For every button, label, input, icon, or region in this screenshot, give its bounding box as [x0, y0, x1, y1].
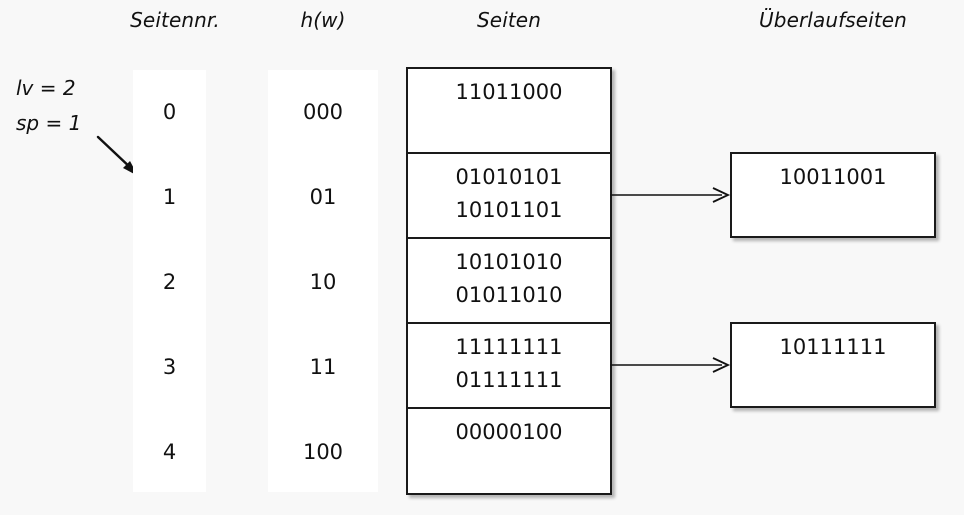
hw-cell: 10	[309, 270, 337, 294]
bucket-entry: 01111111	[455, 368, 563, 392]
seitennr-cell: 4	[162, 440, 177, 464]
column-header-ueberlaufseiten: Überlaufseiten	[759, 8, 907, 32]
column-header-seiten: Seiten	[477, 8, 541, 32]
bucket-entry: 10101101	[455, 198, 563, 222]
column-header-seitennr: Seitennr.	[130, 8, 220, 32]
overflow-page: 10111111	[730, 322, 936, 408]
bucket-row: 11111111 01111111	[408, 324, 610, 409]
overflow-page: 10011001	[730, 152, 936, 238]
bucket-entry: 01011010	[455, 283, 563, 307]
bucket-row: 11011000	[408, 69, 610, 154]
overflow-entry: 10111111	[779, 335, 887, 359]
bucket-entry: 01010101	[455, 165, 563, 189]
bucket-entry: 00000100	[455, 420, 563, 444]
hw-cell: 11	[309, 355, 337, 379]
bucket-row: 10101010 01011010	[408, 239, 610, 324]
bucket-entry: 11111111	[455, 335, 563, 359]
bucket-entry: 11011000	[455, 80, 563, 104]
hw-cell: 000	[302, 100, 344, 124]
arrow-right-icon	[610, 357, 731, 373]
annotation-sp: sp = 1	[16, 111, 82, 135]
bucket-row: 00000100	[408, 409, 610, 493]
seitennr-cell: 0	[162, 100, 177, 124]
seitennr-cell: 1	[162, 185, 177, 209]
column-header-hw: h(w)	[300, 8, 346, 32]
seitennr-cell: 2	[162, 270, 177, 294]
arrow-right-icon	[610, 187, 731, 203]
bucket-row: 01010101 10101101	[408, 154, 610, 239]
hw-cell: 100	[302, 440, 344, 464]
overflow-entry: 10011001	[779, 165, 887, 189]
column-seitennr: 0 1 2 3 4	[133, 70, 206, 492]
seitennr-cell: 3	[162, 355, 177, 379]
annotation-lv: lv = 2	[16, 76, 76, 100]
bucket-entry: 10101010	[455, 250, 563, 274]
hw-cell: 01	[309, 185, 337, 209]
column-hw: 000 01 10 11 100	[268, 70, 378, 492]
seiten-bucket-table: 11011000 01010101 10101101 10101010 0101…	[406, 67, 612, 495]
